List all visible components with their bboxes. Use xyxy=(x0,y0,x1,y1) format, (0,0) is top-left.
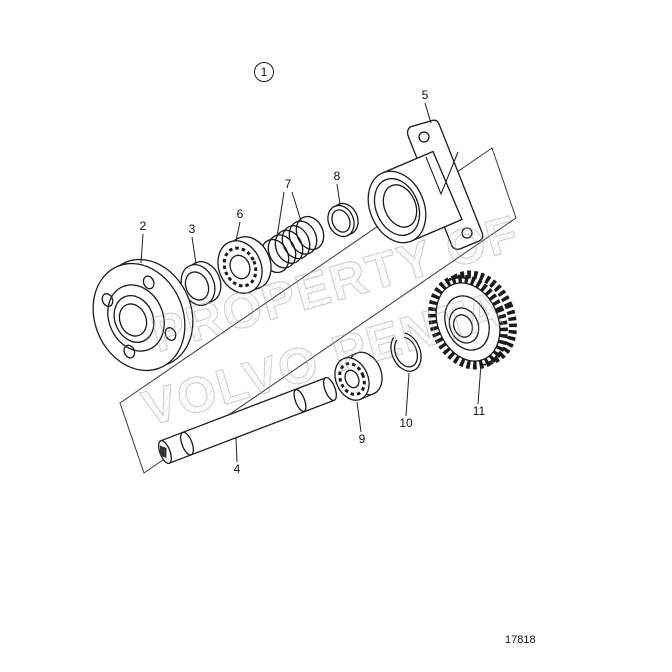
flange-bolt-hole xyxy=(142,275,155,290)
gear-bore xyxy=(452,314,474,338)
shaft-slot xyxy=(160,445,167,458)
bearing9-inner-race xyxy=(344,369,360,389)
seal-inner xyxy=(184,271,210,301)
assembly-callout-circle xyxy=(254,62,274,82)
gear-web xyxy=(444,295,490,351)
leader-8 xyxy=(336,183,341,205)
callout-5: 5 xyxy=(422,88,429,102)
leader-lines xyxy=(140,102,482,463)
part-gear xyxy=(428,270,517,370)
shaft-collar xyxy=(180,431,194,456)
callout-11: 11 xyxy=(473,404,486,418)
leader-9 xyxy=(356,401,362,433)
callout-3: 3 xyxy=(189,222,196,236)
reference-frame xyxy=(119,147,517,474)
leader-4 xyxy=(235,437,238,463)
bearing-inner-race xyxy=(229,254,251,280)
housing-bolt-hole-bottom xyxy=(461,227,473,239)
ring-inner xyxy=(331,209,351,233)
shaft-end-cap xyxy=(323,377,337,401)
part-shaft xyxy=(158,376,337,465)
leader-5 xyxy=(424,102,432,124)
housing-rib xyxy=(425,151,459,196)
bearing-balls xyxy=(222,246,258,288)
leader-11 xyxy=(477,363,482,405)
housing-bolt-hole-top xyxy=(418,131,430,143)
spring-coil xyxy=(274,229,304,264)
callout-2: 2 xyxy=(140,219,147,233)
leader-10 xyxy=(405,372,410,417)
bearing9-balls xyxy=(338,362,366,396)
leader-7a xyxy=(276,191,285,238)
part-flange xyxy=(92,258,194,372)
flange-hub-inner xyxy=(113,295,155,343)
ring-front xyxy=(327,204,355,238)
part-sealing-ring xyxy=(180,261,222,306)
callout-4: 4 xyxy=(234,462,241,476)
callout-6: 6 xyxy=(237,207,244,221)
callout-7: 7 xyxy=(285,177,292,191)
document-number: 17818 xyxy=(505,634,536,646)
housing-opening xyxy=(373,177,421,237)
callout-1: 1 xyxy=(261,65,268,79)
callout-9: 9 xyxy=(359,432,366,446)
flange-bolt-hole xyxy=(123,344,136,359)
flange-bore xyxy=(118,303,148,337)
flange-hub xyxy=(107,284,165,352)
leader-3 xyxy=(191,236,197,265)
housing-bore xyxy=(382,184,418,228)
shaft-groove xyxy=(293,388,307,413)
part-snap-ring xyxy=(390,328,422,372)
spring-coil xyxy=(295,215,325,251)
part-housing xyxy=(367,119,484,250)
leader-6 xyxy=(235,221,241,242)
part-ball-bearing-rear xyxy=(334,351,383,401)
callouts: 1 2 3 4 5 6 7 8 9 10 11 xyxy=(140,62,486,476)
part-ring xyxy=(327,202,359,238)
spring-coil xyxy=(267,234,297,269)
spring-coil xyxy=(281,225,311,260)
callout-8: 8 xyxy=(334,169,341,183)
part-ball-bearing-front xyxy=(217,236,272,294)
flange-bolt-hole xyxy=(164,327,177,341)
leader-2 xyxy=(140,233,144,264)
spring-coil xyxy=(288,220,318,255)
callout-10: 10 xyxy=(399,416,413,430)
snap-ring-gap xyxy=(393,328,405,341)
leader-7b xyxy=(291,191,302,222)
flange-bolt-hole xyxy=(101,293,114,307)
